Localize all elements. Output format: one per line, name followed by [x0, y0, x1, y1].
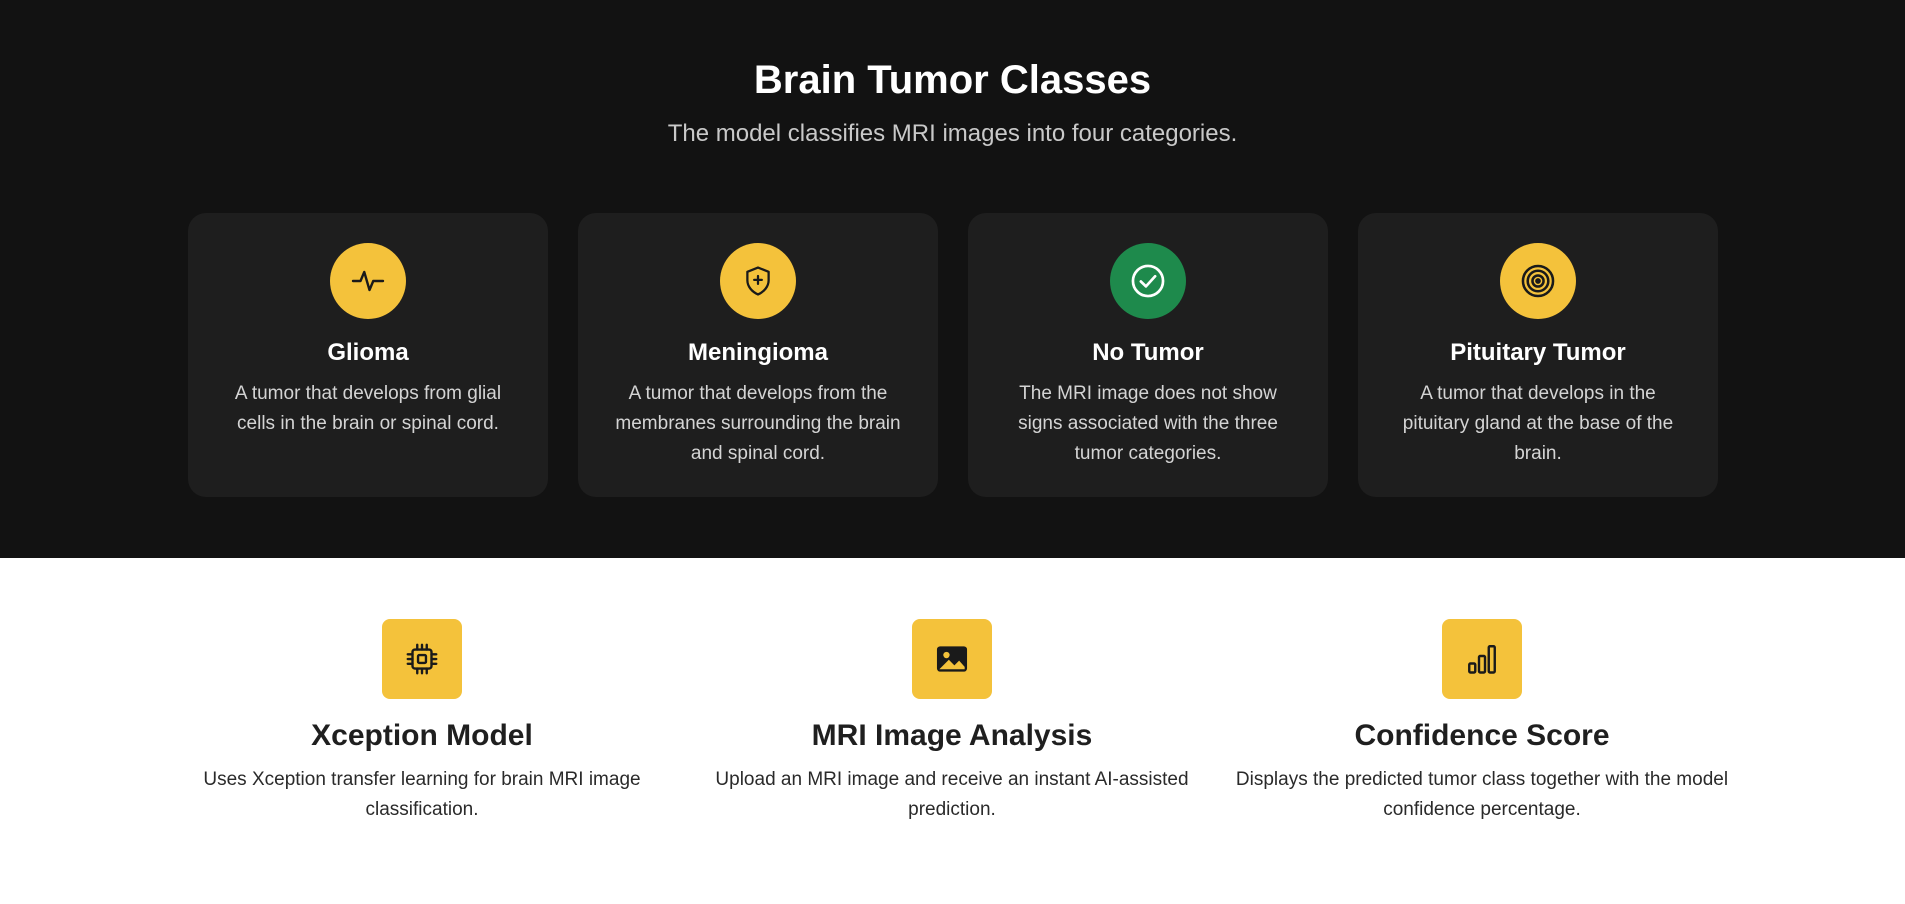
class-card-description: The MRI image does not show signs associ… — [1018, 383, 1278, 464]
tumor-classes-section: Brain Tumor Classes The model classifies… — [0, 0, 1905, 558]
class-card-pituitary: Pituitary Tumor A tumor that develops in… — [1358, 213, 1718, 497]
class-card-glioma: Glioma A tumor that develops from glial … — [188, 213, 548, 497]
image-icon — [912, 619, 992, 699]
class-card-description: A tumor that develops from glial cells i… — [234, 383, 502, 434]
feature-title: MRI Image Analysis — [811, 719, 1093, 752]
feature-description: Displays the predicted tumor class toget… — [1235, 769, 1729, 820]
section-title: Brain Tumor Classes — [753, 58, 1152, 102]
bar-chart-icon — [1442, 619, 1522, 699]
class-card-no-tumor: No Tumor The MRI image does not show sig… — [968, 213, 1328, 497]
class-cards: Glioma A tumor that develops from glial … — [188, 213, 1718, 497]
class-card-title: No Tumor — [1092, 339, 1204, 366]
concentric-target-icon — [1500, 243, 1576, 319]
activity-pulse-icon — [330, 243, 406, 319]
feature-title: Confidence Score — [1354, 719, 1610, 752]
class-card-title: Glioma — [327, 339, 409, 366]
class-card-title: Meningioma — [687, 339, 828, 366]
feature-description: Uses Xception transfer learning for brai… — [203, 769, 641, 820]
class-card-meningioma: Meningioma A tumor that develops from th… — [578, 213, 938, 497]
class-card-description: A tumor that develops from the membranes… — [615, 383, 901, 464]
feature-title: Xception Model — [311, 719, 533, 752]
check-circle-icon — [1110, 243, 1186, 319]
features-section: Xception Model Uses Xception transfer le… — [0, 558, 1905, 904]
feature-description: Upload an MRI image and receive an insta… — [715, 769, 1189, 820]
shield-plus-icon — [720, 243, 796, 319]
cpu-chip-icon — [382, 619, 462, 699]
class-card-description: A tumor that develops in the pituitary g… — [1402, 383, 1674, 464]
section-subtitle: The model classifies MRI images into fou… — [667, 120, 1238, 147]
class-card-title: Pituitary Tumor — [1450, 339, 1626, 366]
